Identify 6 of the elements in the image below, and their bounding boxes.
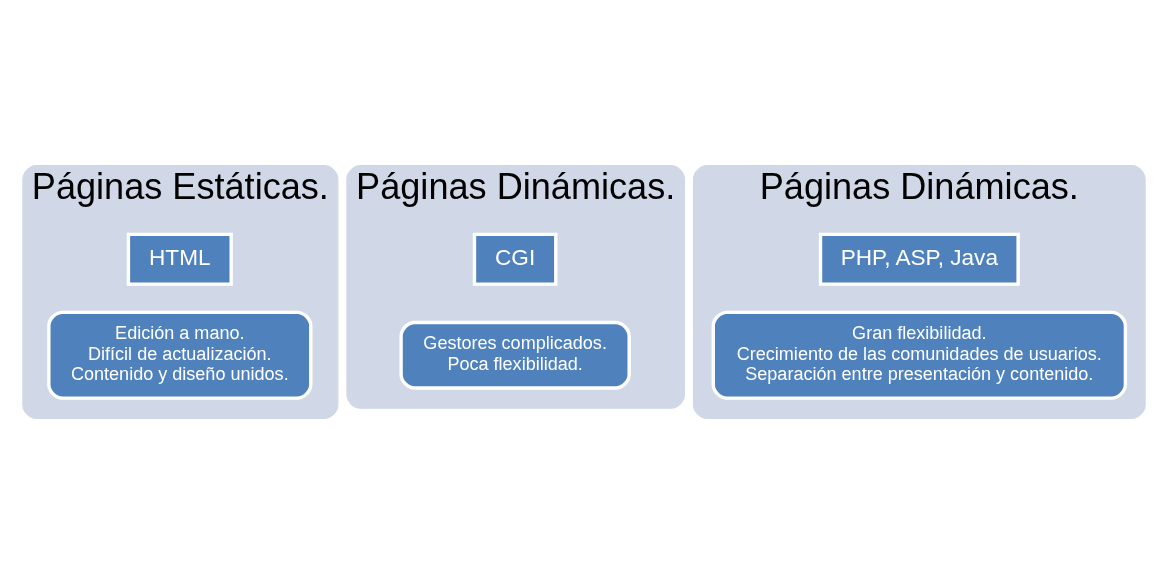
- node-box: PHP, ASP, Java: [818, 232, 1020, 286]
- node-box: Gran flexibilidad. Crecimiento de las comunidades de usuarios. Separación entre presentación y contenido.: [711, 310, 1128, 400]
- node-box: Gestores complicados. Poca flexibilidad.: [399, 320, 631, 390]
- node-box: Edición a mano. Difícil de actualización. Contenido y diseño unidos.: [47, 310, 313, 400]
- node-box: HTML: [126, 232, 233, 286]
- node-box: CGI: [472, 232, 558, 286]
